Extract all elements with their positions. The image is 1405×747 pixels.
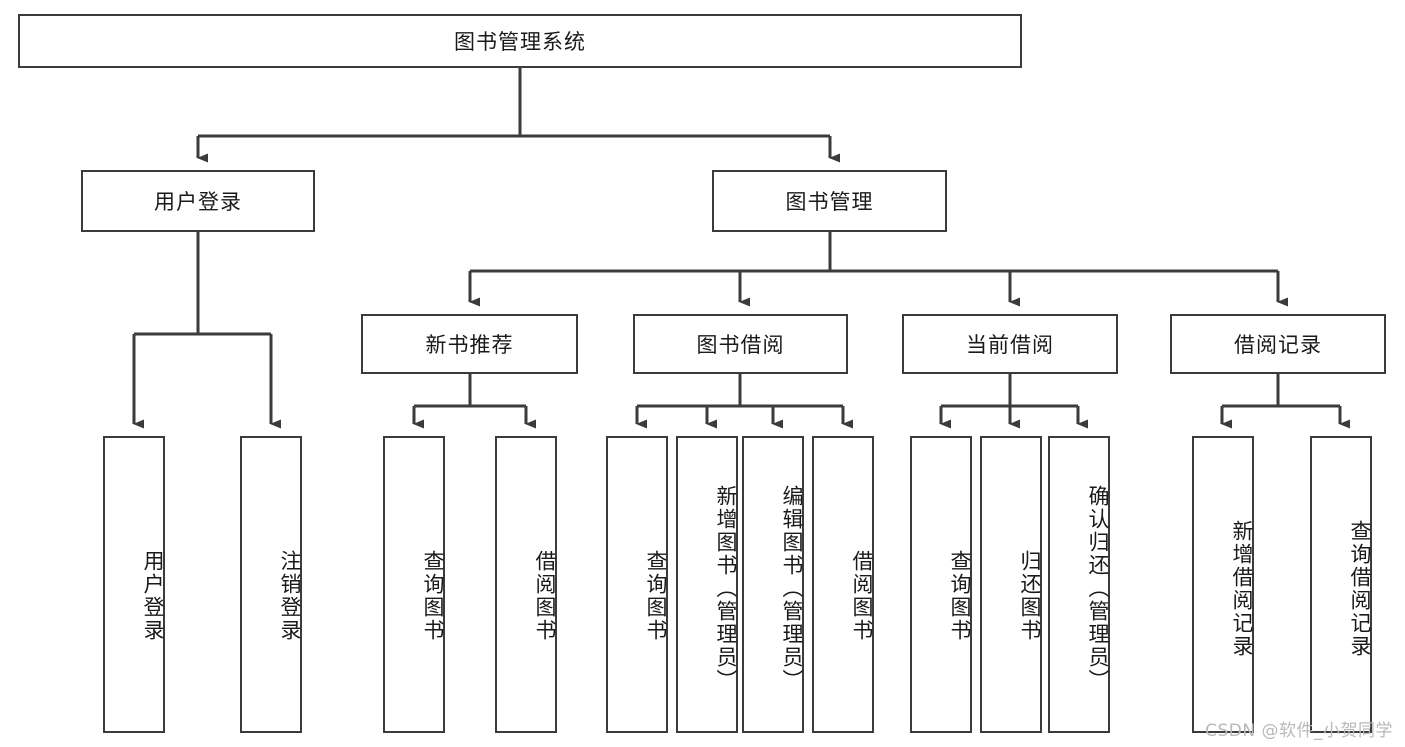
leaf-current-return-book[interactable]: 归还图书	[980, 436, 1042, 733]
leaf-borrow-borrow-book[interactable]: 借阅图书	[812, 436, 874, 733]
leaf-recommend-query-book[interactable]: 查询图书	[383, 436, 445, 733]
node-root-system[interactable]: 图书管理系统	[18, 14, 1022, 68]
node-label: 新增图书（管理员）	[714, 485, 738, 692]
node-label: 新增借阅记录	[1230, 519, 1254, 658]
node-current-borrow[interactable]: 当前借阅	[902, 314, 1118, 374]
leaf-user-login-signin[interactable]: 用户登录	[103, 436, 165, 733]
leaf-user-login-signout[interactable]: 注销登录	[240, 436, 302, 733]
node-label: 查询图书	[644, 549, 668, 642]
node-label: 图书管理系统	[454, 30, 586, 54]
leaf-current-confirm-return-admin[interactable]: 确认归还（管理员）	[1048, 436, 1110, 733]
node-borrow-record[interactable]: 借阅记录	[1170, 314, 1386, 374]
node-label: 借阅图书	[850, 549, 874, 642]
leaf-borrow-edit-book-admin[interactable]: 编辑图书（管理员）	[742, 436, 804, 733]
node-label: 借阅图书	[533, 549, 557, 642]
node-label: 注销登录	[278, 549, 302, 642]
node-label: 图书借阅	[696, 333, 785, 357]
node-label: 查询图书	[421, 549, 445, 642]
node-book-borrow[interactable]: 图书借阅	[633, 314, 848, 374]
node-label: 新书推荐	[425, 333, 514, 357]
leaf-record-query-record[interactable]: 查询借阅记录	[1310, 436, 1372, 733]
node-label: 编辑图书（管理员）	[780, 485, 804, 692]
leaf-current-query-book[interactable]: 查询图书	[910, 436, 972, 733]
node-label: 用户登录	[154, 190, 242, 214]
node-label: 用户登录	[141, 549, 165, 642]
leaf-record-add-record[interactable]: 新增借阅记录	[1192, 436, 1254, 733]
node-label: 查询图书	[948, 549, 972, 642]
node-label: 归还图书	[1018, 549, 1042, 642]
node-user-login[interactable]: 用户登录	[81, 170, 315, 232]
node-label: 确认归还（管理员）	[1086, 485, 1110, 692]
node-label: 借阅记录	[1234, 333, 1322, 357]
node-label: 当前借阅	[966, 333, 1054, 357]
leaf-recommend-borrow-book[interactable]: 借阅图书	[495, 436, 557, 733]
leaf-borrow-query-book[interactable]: 查询图书	[606, 436, 668, 733]
node-label: 查询借阅记录	[1348, 519, 1372, 658]
node-new-book-recommend[interactable]: 新书推荐	[361, 314, 578, 374]
node-label: 图书管理	[785, 190, 874, 214]
leaf-borrow-add-book-admin[interactable]: 新增图书（管理员）	[676, 436, 738, 733]
node-book-management[interactable]: 图书管理	[712, 170, 947, 232]
